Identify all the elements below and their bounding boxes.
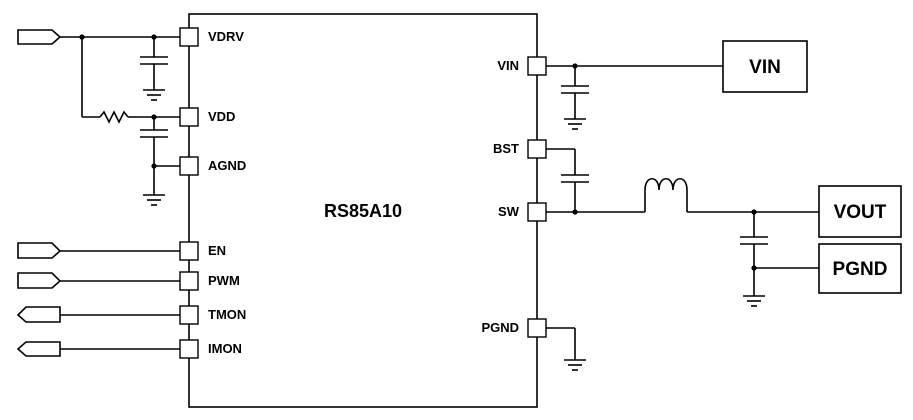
pin-label-vin: VIN	[497, 58, 519, 73]
pin-label-tmon: TMON	[208, 307, 246, 322]
ground-icon	[143, 89, 165, 101]
tmon-output-port	[16, 306, 61, 323]
pin-label-vdd: VDD	[208, 109, 235, 124]
pin-vdd	[179, 107, 199, 127]
pin-label-bst: BST	[493, 141, 519, 156]
pin-tmon	[179, 305, 199, 325]
vout-net-label: VOUT	[834, 202, 887, 223]
ic-name: RS85A10	[324, 201, 402, 221]
output-inductor	[644, 177, 688, 191]
pin-label-pgnd: PGND	[481, 320, 519, 335]
pin-label-en: EN	[208, 243, 226, 258]
pin-bst	[527, 139, 547, 159]
ground-icon	[564, 359, 586, 371]
pin-agnd	[179, 156, 199, 176]
pin-en	[179, 241, 199, 261]
pin-sw	[527, 202, 547, 222]
pwm-input-port	[17, 272, 62, 289]
pin-vdrv	[179, 27, 199, 47]
pin-label-imon: IMON	[208, 341, 242, 356]
pin-imon	[179, 339, 199, 359]
pin-label-sw: SW	[498, 204, 520, 219]
en-input-port	[17, 242, 62, 259]
ground-icon	[564, 118, 586, 130]
pin-pgnd	[527, 318, 547, 338]
pin-label-pwm: PWM	[208, 273, 240, 288]
vin-net-box	[722, 40, 808, 93]
imon-output-port	[16, 341, 61, 357]
pgnd-net-box	[818, 243, 902, 294]
pin-label-agnd: AGND	[208, 158, 246, 173]
vout-net-box	[818, 185, 902, 238]
pin-pwm	[179, 271, 199, 291]
pgnd-net-label: PGND	[833, 259, 888, 280]
ground-icon	[143, 194, 165, 206]
vin-net-label: VIN	[749, 57, 781, 78]
vdrv-input-port	[17, 29, 62, 45]
ground-icon	[743, 295, 765, 307]
vdd-resistor	[99, 110, 129, 124]
pin-label-vdrv: VDRV	[208, 29, 244, 44]
pin-vin	[527, 56, 547, 76]
